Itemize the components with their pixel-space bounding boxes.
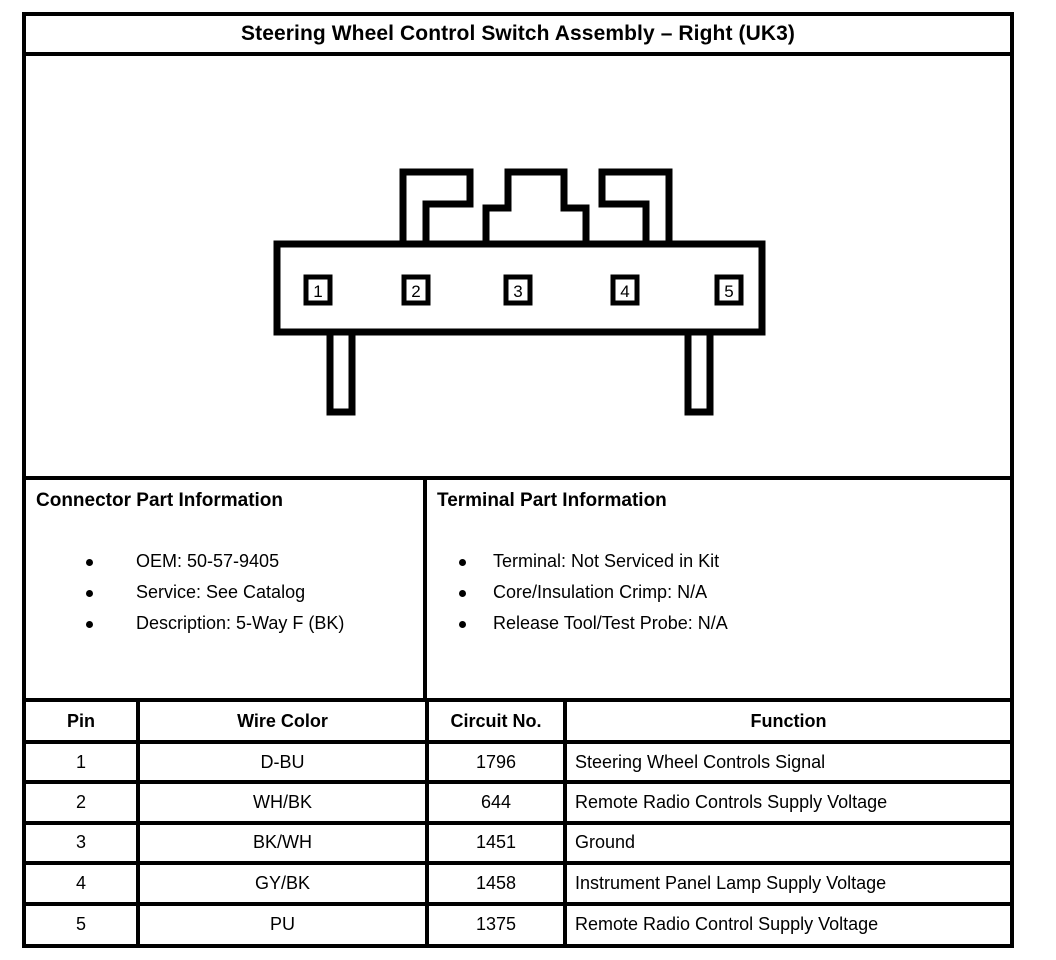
cell-function: Steering Wheel Controls Signal: [575, 751, 826, 772]
connector-diagram-area: 1 2 3 4 5: [26, 56, 1010, 480]
connector-right-leg: [684, 328, 714, 416]
cell-pin: 2: [26, 782, 140, 823]
pin-table-wrapper: Pin Wire Color Circuit No. Function 1 D-…: [26, 702, 1010, 944]
sheet-frame: Steering Wheel Control Switch Assembly –…: [22, 12, 1014, 948]
cell-function: Ground: [575, 832, 636, 853]
pin-box-3: 3: [503, 274, 533, 306]
part-information-area: Connector Part Information OEM: 50-57-94…: [26, 480, 1010, 702]
terminal-part-information-panel: Terminal Part Information Terminal: Not …: [427, 480, 1014, 698]
pin-box-label: 1: [313, 282, 322, 301]
pin-number-boxes: 1 2 3 4 5: [303, 274, 744, 306]
table-header-row: Pin Wire Color Circuit No. Function: [26, 702, 1010, 744]
connector-part-information-list: OEM: 50-57-9405 Service: See Catalog Des…: [34, 546, 415, 639]
pin-box-label: 5: [724, 282, 733, 301]
cell-wire-color: D-BU: [138, 742, 429, 783]
connector-part-information-heading: Connector Part Information: [36, 490, 284, 511]
cell-function: Remote Radio Controls Supply Voltage: [575, 792, 888, 813]
cell-pin: 5: [26, 903, 140, 944]
table-row: 2 WH/BK 644 Remote Radio Controls Supply…: [26, 782, 1010, 823]
cell-wire-color: WH/BK: [138, 782, 429, 823]
column-header-pin: Pin: [26, 702, 140, 744]
list-item: Service: See Catalog: [34, 577, 415, 608]
connector-body: [273, 240, 766, 336]
list-item: Description: 5-Way F (BK): [34, 608, 415, 639]
cell-circuit-no: 1375: [427, 903, 567, 944]
table-row: 3 BK/WH 1451 Ground: [26, 822, 1010, 864]
pin-assignment-table: Pin Wire Color Circuit No. Function 1 D-…: [26, 702, 1010, 944]
cell-pin: 3: [26, 822, 140, 864]
terminal-part-information-heading: Terminal Part Information: [437, 490, 667, 511]
cell-function: Instrument Panel Lamp Supply Voltage: [575, 872, 887, 893]
pin-box-label: 4: [620, 282, 629, 301]
cell-pin: 1: [26, 742, 140, 783]
connector-right-latch-bracket: [598, 168, 673, 248]
pin-box-1: 1: [303, 274, 333, 306]
cell-wire-color: GY/BK: [138, 863, 429, 904]
cell-wire-color: BK/WH: [138, 822, 429, 864]
list-item: Release Tool/Test Probe: N/A: [435, 608, 1006, 639]
cell-circuit-no: 1451: [427, 822, 567, 864]
cell-function: Remote Radio Control Supply Voltage: [575, 914, 879, 935]
pin-box-5: 5: [714, 274, 744, 306]
column-header-wire-color: Wire Color: [138, 702, 429, 744]
list-item: Core/Insulation Crimp: N/A: [435, 577, 1006, 608]
cell-circuit-no: 644: [427, 782, 567, 823]
connector-left-latch-bracket: [399, 168, 474, 248]
pin-box-label: 2: [411, 282, 420, 301]
terminal-part-information-list: Terminal: Not Serviced in Kit Core/Insul…: [435, 546, 1006, 639]
pin-box-4: 4: [610, 274, 640, 306]
pin-box-label: 3: [513, 282, 522, 301]
connector-part-information-panel: Connector Part Information OEM: 50-57-94…: [26, 480, 427, 698]
cell-pin: 4: [26, 863, 140, 904]
cell-circuit-no: 1796: [427, 742, 567, 783]
connector-left-leg: [326, 328, 356, 416]
connector-face-diagram: 1 2 3 4 5: [273, 168, 766, 416]
list-item: OEM: 50-57-9405: [34, 546, 415, 577]
column-header-function: Function: [565, 702, 1010, 744]
connector-center-latch: [482, 168, 590, 248]
list-item: Terminal: Not Serviced in Kit: [435, 546, 1006, 577]
pin-box-2: 2: [401, 274, 431, 306]
table-row: 4 GY/BK 1458 Instrument Panel Lamp Suppl…: [26, 863, 1010, 904]
page-title: Steering Wheel Control Switch Assembly –…: [241, 22, 795, 45]
cell-circuit-no: 1458: [427, 863, 567, 904]
title-bar: Steering Wheel Control Switch Assembly –…: [26, 16, 1010, 56]
table-row: 5 PU 1375 Remote Radio Control Supply Vo…: [26, 903, 1010, 944]
cell-wire-color: PU: [138, 903, 429, 944]
column-header-circuit-no: Circuit No.: [427, 702, 567, 744]
table-row: 1 D-BU 1796 Steering Wheel Controls Sign…: [26, 742, 1010, 783]
